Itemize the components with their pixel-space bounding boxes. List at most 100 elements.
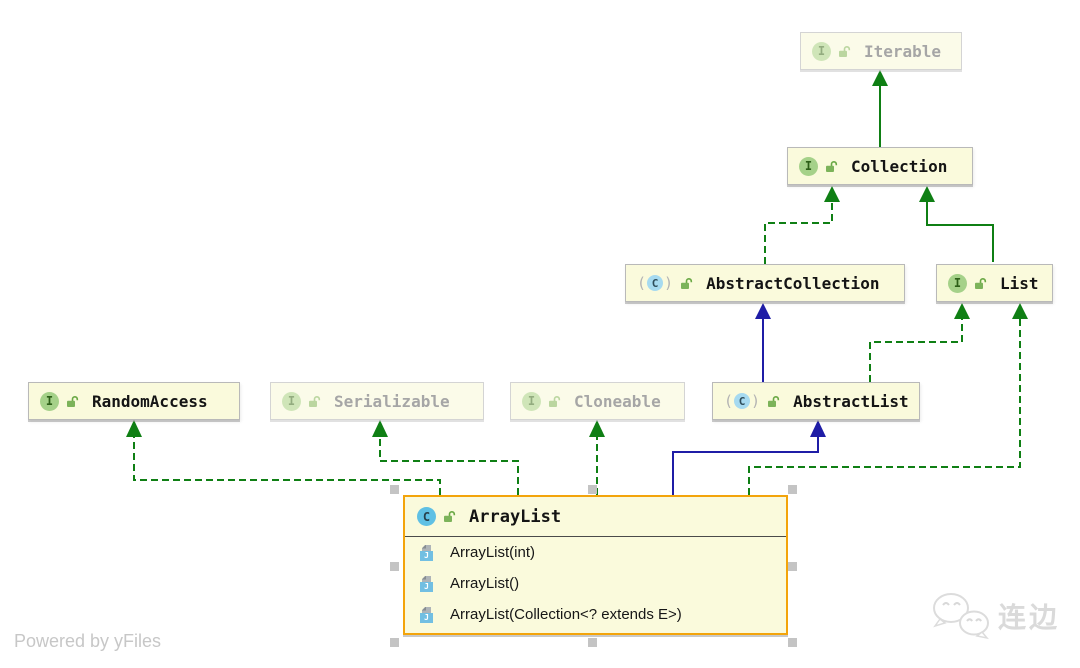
selection-handle-e[interactable] [788, 562, 797, 571]
class-icon: C [417, 507, 436, 526]
abstract-paren: ( [637, 274, 647, 292]
interface-icon: I [812, 41, 831, 61]
method-label: ArrayList() [450, 575, 520, 592]
constructor-icon: J [420, 575, 437, 592]
method-row[interactable]: J ArrayList(Collection<? extends E>) [405, 599, 786, 630]
edge-abstractlist-abstractcollection[interactable] [755, 303, 771, 382]
interface-icon: I [799, 156, 818, 176]
unlock-icon [67, 395, 79, 407]
edge-list-collection[interactable] [919, 186, 994, 262]
class-icon-letter: C [422, 509, 431, 524]
array-list-header[interactable]: C ArrayList [405, 497, 786, 537]
edge-abstractlist-list[interactable] [869, 303, 970, 382]
method-row[interactable]: J ArrayList() [405, 568, 786, 599]
powered-by-yfiles-label: Powered by yFiles [14, 631, 162, 651]
edge-arrowhead[interactable] [372, 420, 388, 437]
selection-handle-sw[interactable] [390, 638, 399, 647]
abstract-class-circle: C [734, 393, 751, 409]
edge-line[interactable] [869, 319, 963, 382]
edge-line[interactable] [133, 437, 441, 495]
abstract-paren: ) [751, 392, 761, 410]
interface-icon-letter: I [45, 394, 54, 408]
node-cloneable[interactable]: I Cloneable [510, 382, 685, 420]
node-label: RandomAccess [92, 391, 208, 411]
edge-arrowhead[interactable] [824, 186, 840, 202]
selection-handle-se[interactable] [788, 638, 797, 647]
wechat-watermark: 连边 [928, 590, 1060, 642]
edge-arraylist-abstractlist[interactable] [672, 420, 826, 495]
abstract-class-icon: ( C) [724, 392, 760, 410]
node-abstract-list[interactable]: ( C) AbstractList [712, 382, 920, 420]
java-icon-letter: J [420, 581, 433, 592]
node-label: Serializable [334, 391, 450, 411]
edge-arraylist-list[interactable] [748, 303, 1028, 495]
node-iterable[interactable]: I Iterable [800, 32, 962, 70]
class-icon-letter: C [651, 276, 659, 290]
abstract-paren: ) [664, 274, 674, 292]
edge-arraylist-randomaccess[interactable] [126, 420, 441, 495]
unlock-icon [309, 395, 321, 407]
constructor-icon: J [420, 606, 437, 623]
node-random-access[interactable]: I RandomAccess [28, 382, 240, 420]
interface-icon: I [948, 273, 967, 293]
node-serializable[interactable]: I Serializable [270, 382, 484, 420]
interface-icon-letter: I [953, 276, 962, 290]
node-label: List [1000, 273, 1039, 293]
edge-line[interactable] [748, 319, 1021, 495]
unlock-icon [681, 277, 693, 289]
node-label: AbstractCollection [706, 273, 880, 293]
edge-arrowhead[interactable] [954, 303, 970, 319]
edge-arrowhead[interactable] [919, 186, 935, 202]
abstract-class-icon: ( C) [637, 274, 673, 292]
edge-abstractcollection-collection[interactable] [764, 186, 840, 264]
edge-line[interactable] [764, 202, 833, 264]
interface-icon-letter: I [527, 394, 536, 408]
java-icon-letter: J [420, 550, 433, 561]
method-row[interactable]: J ArrayList(int) [405, 537, 786, 568]
selection-handle-ne[interactable] [788, 485, 797, 494]
edge-arrowhead[interactable] [810, 420, 826, 437]
unlock-icon [839, 45, 851, 57]
edge-arraylist-serializable[interactable] [372, 420, 519, 495]
abstract-paren: ( [724, 392, 734, 410]
node-abstract-collection[interactable]: ( C) AbstractCollection [625, 264, 905, 302]
method-label: ArrayList(Collection<? extends E>) [450, 606, 682, 623]
selection-handle-n[interactable] [588, 485, 597, 494]
edge-arrowhead[interactable] [872, 70, 888, 86]
watermark-text: 连边 [998, 601, 1061, 634]
unlock-icon [444, 511, 456, 522]
interface-icon: I [282, 391, 301, 411]
unlock-icon [768, 395, 780, 407]
unlock-icon [975, 277, 987, 289]
selection-handle-nw[interactable] [390, 485, 399, 494]
wechat-logo-icon [933, 593, 989, 640]
class-icon-letter: C [738, 394, 746, 408]
edge-arrowhead[interactable] [1012, 303, 1028, 319]
interface-icon: I [40, 391, 59, 411]
edge-arrowhead[interactable] [755, 303, 771, 319]
node-label: ArrayList [469, 506, 562, 527]
node-label: Iterable [864, 41, 942, 61]
interface-icon-letter: I [817, 44, 826, 58]
node-label: AbstractList [793, 391, 909, 411]
unlock-icon [549, 395, 561, 407]
edge-arrowhead[interactable] [589, 420, 605, 437]
edge-arraylist-cloneable[interactable] [589, 420, 605, 495]
node-list[interactable]: I List [936, 264, 1053, 302]
node-label: Cloneable [574, 391, 661, 411]
selection-handle-w[interactable] [390, 562, 399, 571]
edge-line[interactable] [926, 202, 994, 262]
constructor-icon: J [420, 544, 437, 561]
interface-icon-letter: I [804, 159, 813, 173]
selection-handle-s[interactable] [588, 638, 597, 647]
edge-line[interactable] [672, 437, 819, 495]
abstract-class-circle: C [647, 275, 664, 291]
edge-arrowhead[interactable] [126, 420, 142, 437]
edge-collection-iterable[interactable] [872, 70, 888, 147]
node-collection[interactable]: I Collection [787, 147, 973, 185]
interface-icon-letter: I [287, 394, 296, 408]
unlock-icon [826, 160, 838, 172]
edge-line[interactable] [379, 437, 519, 495]
node-array-list[interactable]: C ArrayList J ArrayList(int) J ArrayList… [403, 495, 788, 635]
